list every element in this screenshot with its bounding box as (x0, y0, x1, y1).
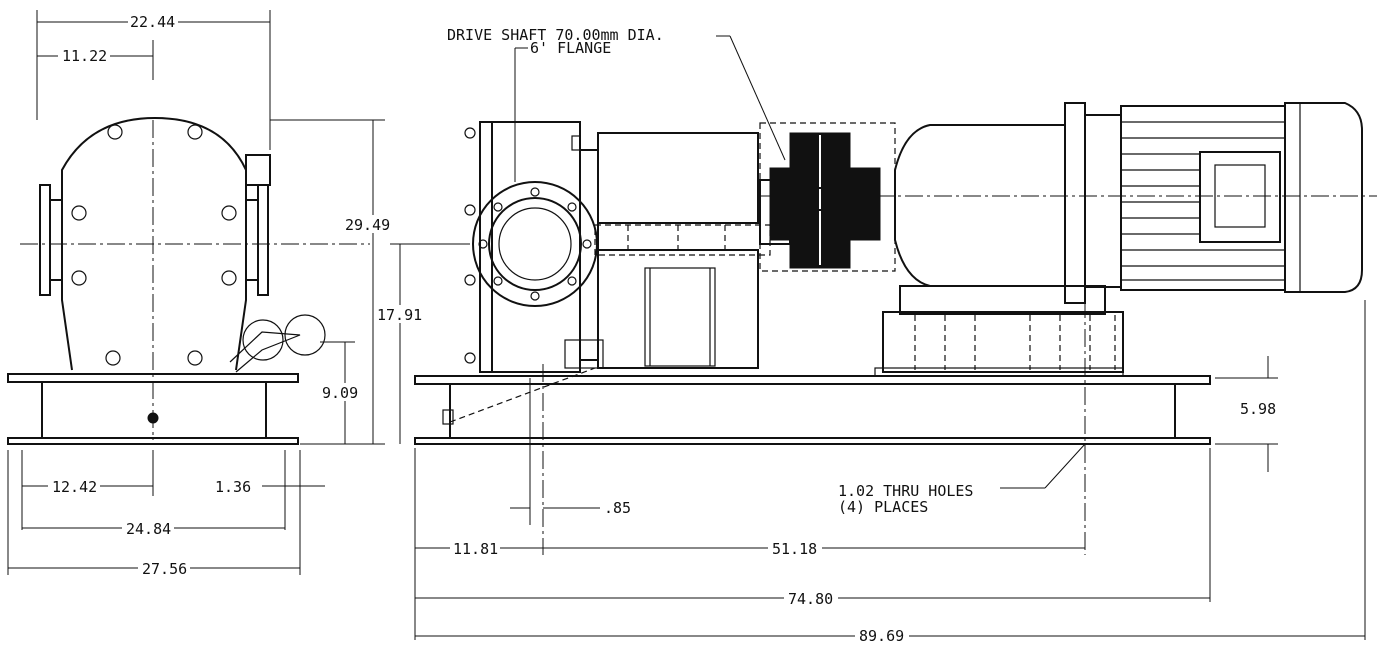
dim-offset-small: .85 (604, 499, 631, 517)
motor (894, 102, 1363, 304)
dim-overall-length: 89.69 (859, 627, 904, 645)
label-holes-line1: 1.02 THRU HOLES (838, 482, 973, 500)
label-holes-line2: (4) PLACES (838, 498, 928, 516)
motor-cooling-fins (1121, 121, 1285, 281)
dim-shaft-height: 17.91 (377, 306, 422, 324)
dim-height-overall: 29.49 (345, 216, 390, 234)
dim-mount-width: 24.84 (126, 520, 171, 538)
motor-pedestal (899, 285, 1106, 315)
dim-width-top: 22.44 (130, 13, 175, 31)
dim-hole-to-end: 11.81 (453, 540, 498, 558)
coupling (769, 132, 881, 269)
base-plate-top-end (7, 373, 299, 383)
dim-base-length: 74.80 (788, 590, 833, 608)
base-plate-bottom-end (7, 437, 299, 445)
base-plate-bottom-side (414, 437, 1211, 445)
side-view: DRIVE SHAFT 70.00mm DIA. 6' FLANGE 17.91… (376, 26, 1377, 645)
drive-gear-left (242, 319, 284, 361)
drive-gear-right (284, 314, 326, 356)
dim-base-width: 27.56 (142, 560, 187, 578)
base-plate-top-side (414, 375, 1211, 385)
dim-offset-right: 1.36 (215, 478, 251, 496)
dim-base-thickness: 5.98 (1240, 400, 1276, 418)
dim-centerline-left: 12.42 (52, 478, 97, 496)
pump-casing-end (61, 116, 247, 371)
label-drive-shaft: DRIVE SHAFT 70.00mm DIA. (447, 26, 664, 44)
pump-housing-side (479, 121, 581, 373)
dim-height-small: 9.09 (322, 384, 358, 402)
dim-half-width-top: 11.22 (62, 47, 107, 65)
dim-hole-spacing: 51.18 (772, 540, 817, 558)
casing-bolts (71, 124, 237, 366)
bearing-housing (597, 132, 759, 224)
end-view: 22.44 11.22 29.49 9.09 12.42 1.36 24.84 … (7, 10, 390, 578)
label-flange: 6' FLANGE (530, 39, 611, 57)
